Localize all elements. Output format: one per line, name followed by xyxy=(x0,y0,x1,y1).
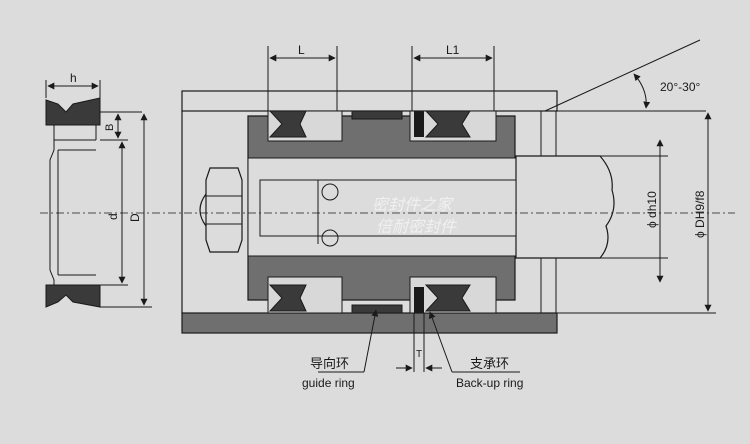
rod-end-dome xyxy=(199,193,207,227)
cylinder-assembly xyxy=(40,90,735,334)
backup-ring-label-cn: 支承环 xyxy=(470,356,509,371)
u-seal-top-right xyxy=(424,110,471,138)
dim-B-label: B xyxy=(104,124,116,131)
dim-T-label: T xyxy=(416,349,422,360)
callouts: 导向环 guide ring 支承环 Back-up ring xyxy=(302,309,523,390)
assembly-dimensions: L L1 20°-30° ϕ dh10 ϕ DH9/f8 T xyxy=(267,39,716,372)
o-ring-top xyxy=(321,183,339,201)
svg-text:密封件之家: 密封件之家 xyxy=(372,196,454,214)
dim-dh10-label: ϕ dh10 xyxy=(645,191,659,228)
watermark: 密封件之家 倍耐密封件 xyxy=(372,196,458,236)
angle-label: 20°-30° xyxy=(660,80,700,94)
svg-text:倍耐密封件: 倍耐密封件 xyxy=(376,218,458,236)
dim-h-label: h xyxy=(70,71,77,85)
cylinder-wall-bottom xyxy=(181,312,558,334)
u-seal-top-left xyxy=(268,110,307,138)
piston-rod xyxy=(515,155,615,259)
guide-ring-top xyxy=(351,110,403,120)
seal-profile-detail: h B d D xyxy=(45,71,152,308)
rod-inner xyxy=(259,179,517,237)
guide-ring-bottom xyxy=(351,304,403,314)
dim-d-label: d xyxy=(106,213,120,220)
o-ring-bottom xyxy=(321,229,339,247)
dim-L1-label: L1 xyxy=(446,43,460,57)
seal-lip-top xyxy=(45,97,101,126)
guide-ring-label-en: guide ring xyxy=(302,376,355,390)
u-seal-bottom-right xyxy=(424,284,471,312)
seal-lip-bottom xyxy=(45,284,101,308)
dim-DH9f8-label: ϕ DH9/f8 xyxy=(693,190,707,238)
angle-arc xyxy=(633,73,651,109)
backup-ring-top xyxy=(414,111,424,137)
dim-L-label: L xyxy=(298,43,305,57)
dim-D-label: D xyxy=(128,213,142,222)
u-seal-bottom-left xyxy=(268,284,307,312)
backup-ring-label-en: Back-up ring xyxy=(456,376,523,390)
guide-ring-label-cn: 导向环 xyxy=(310,356,349,371)
cylinder-wall-top xyxy=(181,90,558,112)
backup-ring-bottom xyxy=(414,287,424,313)
hex-nut xyxy=(205,167,243,253)
